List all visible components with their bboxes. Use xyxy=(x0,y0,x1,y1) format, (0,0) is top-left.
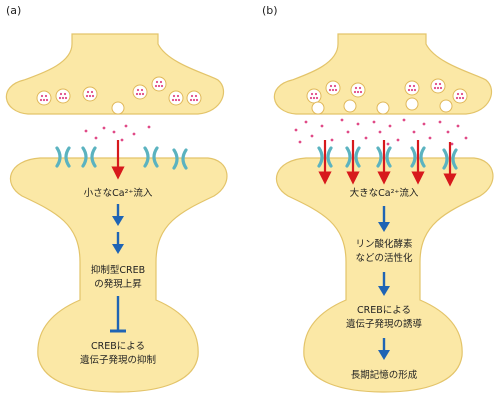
vesicle xyxy=(36,90,52,106)
channel xyxy=(410,146,426,168)
step2-line1-b: リン酸化酵素 xyxy=(355,238,413,250)
fusing-vesicle xyxy=(311,101,325,115)
step1-label-b: 大きなCa²⁺流入 xyxy=(350,187,419,199)
vesicle xyxy=(306,88,322,104)
channel xyxy=(317,146,333,168)
step3-line2-a: 遺伝子発現の抑制 xyxy=(80,354,156,366)
fusing-vesicle xyxy=(439,99,453,113)
panel-b-label: (b) xyxy=(262,4,278,17)
step4-label-b: 長期記憶の形成 xyxy=(351,369,418,381)
channels-a xyxy=(55,146,188,170)
step3-line1-a: CREBによる xyxy=(91,341,145,352)
channels-b xyxy=(317,146,458,170)
channel xyxy=(376,146,392,168)
transmitter-dots-b xyxy=(294,118,468,146)
vesicle xyxy=(430,78,446,94)
step3-line2-b: 遺伝子発現の誘導 xyxy=(346,318,423,330)
postsynaptic-cell-a xyxy=(10,157,228,393)
vesicle xyxy=(350,82,366,98)
fusing-vesicle xyxy=(376,101,390,115)
vesicle xyxy=(168,90,184,106)
step1-label-a: 小さなCa²⁺流入 xyxy=(84,187,153,199)
vesicle xyxy=(151,76,167,92)
signal-arrows-b xyxy=(378,206,390,360)
channel xyxy=(345,146,361,168)
channel xyxy=(81,146,97,168)
channel xyxy=(172,148,188,170)
fusing-vesicle xyxy=(111,101,125,115)
step3-line1-b: CREBによる xyxy=(357,305,411,316)
channel xyxy=(143,146,159,168)
vesicle xyxy=(186,90,202,106)
vesicles-b xyxy=(306,78,468,115)
vesicle xyxy=(452,88,468,104)
channel xyxy=(55,146,71,168)
vesicle xyxy=(325,80,341,96)
vesicle xyxy=(132,84,148,100)
inhibition-arrow-a xyxy=(110,296,126,333)
step2-line2-b: などの活性化 xyxy=(355,252,413,264)
signal-arrows-a xyxy=(112,204,124,254)
fusing-vesicle xyxy=(405,97,419,111)
panel-a: (a) 小さなCa²⁺流入 xyxy=(5,4,228,393)
ca-influx-arrows-b xyxy=(318,140,457,187)
vesicle xyxy=(404,80,420,96)
channel xyxy=(442,148,458,170)
transmitter-dots-a xyxy=(84,124,151,142)
panel-b: (b) xyxy=(262,4,494,393)
vesicles-a xyxy=(36,76,202,115)
step2-line2-a: の発現上昇 xyxy=(94,278,142,290)
fusing-vesicle xyxy=(343,99,357,113)
vesicle xyxy=(82,86,98,102)
panel-a-label: (a) xyxy=(6,4,21,17)
step2-line1-a: 抑制型CREB xyxy=(91,264,145,276)
vesicle xyxy=(55,88,71,104)
